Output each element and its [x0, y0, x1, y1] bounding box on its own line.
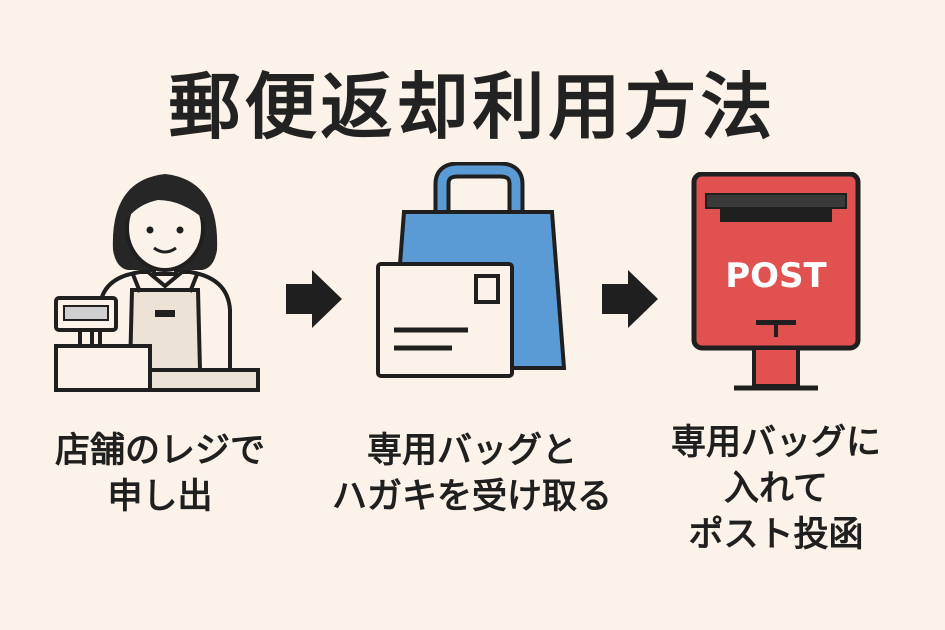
postbox-icon: POST — [691, 172, 861, 391]
step-3-caption: 専用バッグに 入れて ポスト投函 — [626, 420, 926, 558]
bag-and-postcard-icon — [376, 162, 567, 378]
arrow-right-icon — [286, 270, 342, 328]
step-2-line-1: 専用バッグと — [366, 431, 577, 471]
step-2-line-2: ハガキを受け取る — [331, 477, 612, 517]
cashier-icon — [54, 174, 260, 392]
step-2-caption: 専用バッグと ハガキを受け取る — [322, 428, 622, 520]
post-label: POST — [725, 256, 827, 296]
step-3-line-3: ポスト投函 — [688, 515, 864, 555]
page-title: 郵便返却利用方法 — [168, 65, 777, 149]
step-1-line-2: 申し出 — [107, 477, 213, 517]
step-3-line-2: 入れて — [724, 469, 828, 509]
arrow-right-icon — [602, 270, 658, 328]
step-1-caption: 店舗のレジで 申し出 — [10, 428, 310, 520]
step-3-line-1: 専用バッグに — [670, 423, 881, 463]
step-1-line-1: 店舗のレジで — [54, 431, 265, 471]
